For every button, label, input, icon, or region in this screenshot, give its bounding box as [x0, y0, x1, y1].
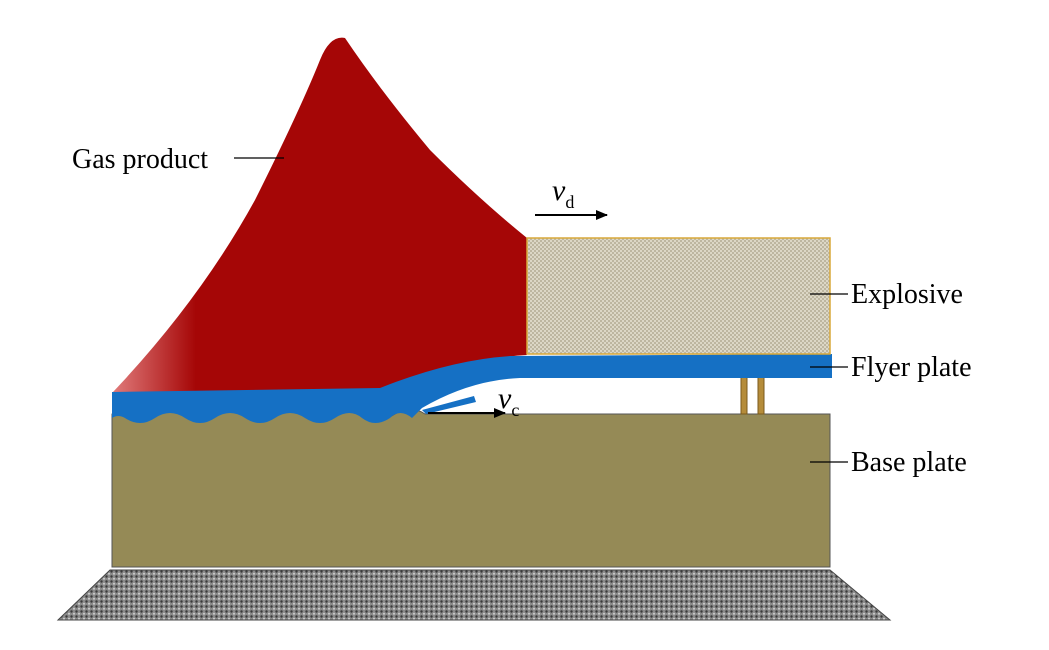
label-base-plate: Base plate: [810, 447, 967, 478]
gas-product-label: Gas product: [72, 144, 208, 175]
flyer-plate: [112, 354, 832, 423]
detonation-velocity: vd: [535, 174, 608, 220]
label-gas-product: Gas product: [72, 144, 284, 175]
detonation-velocity-subscript: d: [565, 192, 574, 212]
collision-velocity: vc: [428, 382, 519, 420]
flyer-plate-label: Flyer plate: [851, 352, 972, 383]
label-explosive: Explosive: [810, 279, 963, 310]
jet: [422, 396, 476, 414]
label-flyer-plate: Flyer plate: [810, 352, 972, 383]
anvil: [56, 569, 892, 621]
collision-velocity-subscript: c: [511, 400, 519, 420]
svg-text:vc: vc: [498, 382, 519, 420]
detonation-velocity-symbol: v: [552, 174, 566, 207]
standoff-supports: [740, 373, 765, 415]
collision-velocity-symbol: v: [498, 382, 512, 415]
base-plate: [111, 408, 831, 568]
svg-text:vd: vd: [552, 174, 574, 212]
base-plate-label: Base plate: [851, 447, 967, 478]
gas-product: [113, 37, 527, 392]
explosive-block: [526, 237, 831, 355]
explosive-label: Explosive: [851, 279, 963, 310]
